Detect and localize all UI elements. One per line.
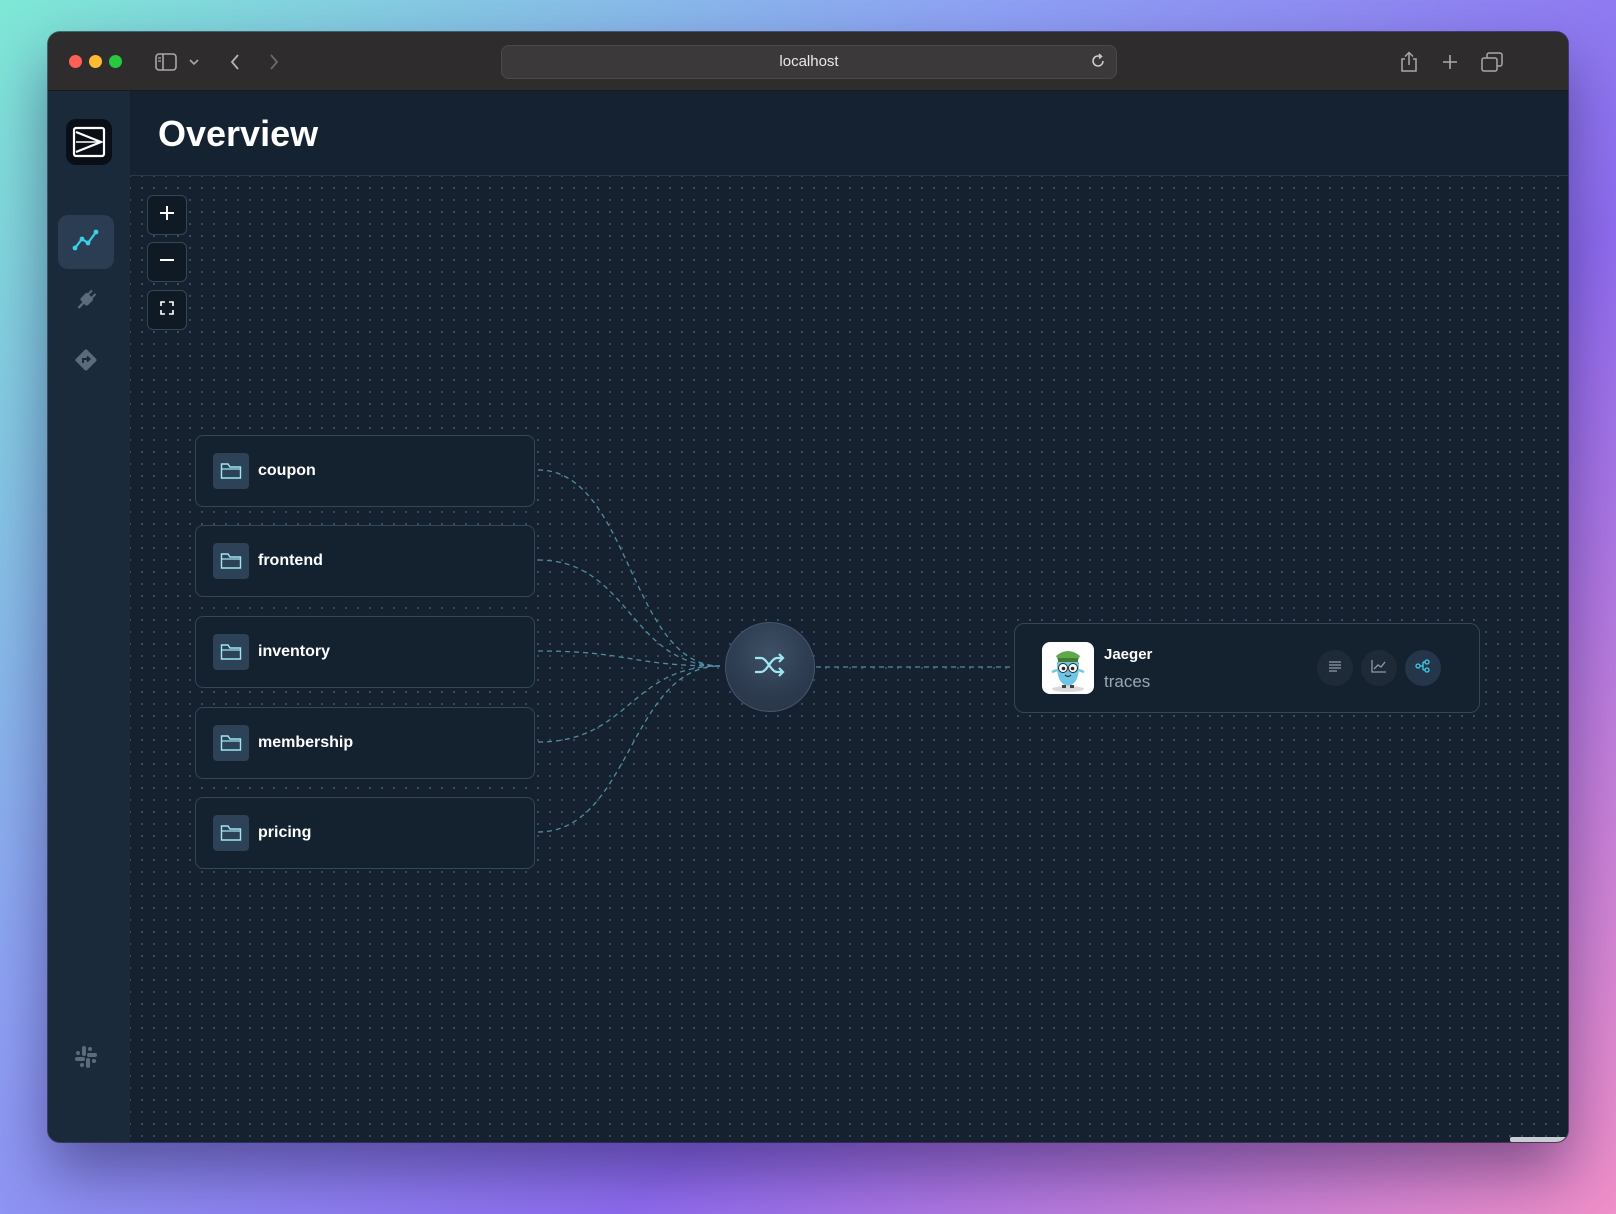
sidebar-item-overview[interactable]	[58, 215, 114, 269]
processor-node[interactable]	[725, 622, 815, 712]
app-sidebar	[48, 91, 130, 1142]
edge-frontend	[537, 559, 721, 667]
route-diamond-icon	[73, 347, 99, 378]
url-text: localhost	[779, 53, 839, 70]
folder-icon	[213, 453, 249, 489]
tab-overview-icon[interactable]	[1478, 48, 1506, 76]
jaeger-logo-icon	[1042, 642, 1094, 694]
app-logo[interactable]	[66, 119, 112, 165]
folder-icon	[213, 725, 249, 761]
back-icon[interactable]	[221, 48, 249, 76]
plug-icon	[73, 287, 99, 318]
reload-icon[interactable]	[1090, 53, 1106, 74]
folder-icon	[213, 543, 249, 579]
overview-canvas[interactable]: coupon frontend inventory membership	[130, 176, 1568, 1142]
new-tab-icon[interactable]	[1436, 48, 1464, 76]
maximize-window-button[interactable]	[109, 55, 122, 68]
folder-icon	[213, 815, 249, 851]
chart-line-icon	[72, 227, 100, 258]
edge-membership	[537, 665, 721, 743]
destination-node[interactable]: Jaeger traces	[1014, 623, 1480, 713]
share-nodes-icon	[1415, 658, 1431, 678]
edge-coupon	[537, 469, 721, 667]
address-bar[interactable]: localhost	[501, 45, 1117, 79]
page-title: Overview	[158, 113, 319, 154]
sidebar-toggle-icon[interactable]	[152, 48, 180, 76]
source-label: membership	[258, 734, 354, 751]
source-node[interactable]: inventory	[195, 616, 535, 688]
folder-icon	[213, 634, 249, 670]
edge-inventory	[537, 650, 721, 667]
destination-type: traces	[1104, 672, 1151, 691]
minimize-window-button[interactable]	[89, 55, 102, 68]
chevron-down-icon[interactable]	[185, 48, 203, 76]
zoom-out-button[interactable]	[147, 242, 187, 282]
source-label: frontend	[258, 552, 323, 569]
shuffle-icon	[753, 651, 787, 684]
signal-logs-toggle[interactable]	[1317, 650, 1353, 686]
sidebar-item-slack[interactable]	[58, 1032, 114, 1086]
source-node[interactable]: coupon	[195, 435, 535, 507]
browser-window: localhost	[48, 32, 1568, 1142]
lines-icon	[1328, 659, 1342, 677]
fit-view-button[interactable]	[147, 290, 187, 330]
sidebar-item-sources[interactable]	[58, 275, 114, 329]
signal-metrics-toggle[interactable]	[1361, 650, 1397, 686]
signal-traces-toggle[interactable]	[1405, 650, 1441, 686]
source-label: inventory	[258, 643, 331, 660]
forward-icon[interactable]	[260, 48, 288, 76]
slack-icon	[73, 1044, 99, 1075]
main-content: Overview	[130, 91, 1568, 1142]
share-icon[interactable]	[1395, 48, 1423, 76]
plus-icon	[159, 205, 175, 226]
source-label: coupon	[258, 462, 316, 479]
close-window-button[interactable]	[69, 55, 82, 68]
fullscreen-icon	[160, 300, 174, 320]
browser-toolbar: localhost	[48, 32, 1568, 91]
source-node[interactable]: frontend	[195, 525, 535, 597]
source-node[interactable]: pricing	[195, 797, 535, 869]
destination-name: Jaeger	[1104, 646, 1153, 663]
edge-pricing	[537, 665, 721, 833]
page-header: Overview	[130, 91, 1568, 176]
zoom-in-button[interactable]	[147, 195, 187, 235]
chart-icon	[1371, 659, 1387, 678]
horizontal-scrollbar[interactable]	[1510, 1137, 1568, 1142]
source-node[interactable]: membership	[195, 707, 535, 779]
source-label: pricing	[258, 824, 312, 841]
sidebar-item-destinations[interactable]	[58, 335, 114, 389]
minus-icon	[159, 252, 175, 273]
